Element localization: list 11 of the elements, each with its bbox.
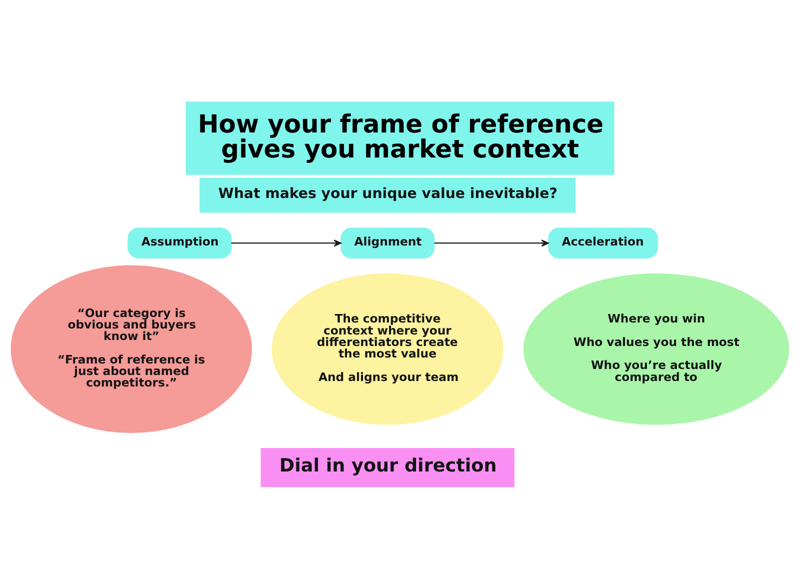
- diagram-title: How your frame of reference gives you market context: [198, 108, 604, 163]
- node-ellipse: “Our category is obvious and buyers know it” “Frame of reference is just about named competitors.”: [10, 264, 252, 432]
- node-box: What makes your unique value inevitable?: [200, 177, 576, 212]
- node-ellipse: Where you win Who values you the most Who you’re actually compared to: [523, 272, 790, 424]
- arrow: [434, 239, 549, 246]
- node-box: Dial in your direction: [260, 447, 514, 487]
- node-box: Assumption: [128, 227, 232, 258]
- node-ellipse: The competitive context where your differentiators create the most value And aligns your team: [272, 272, 504, 424]
- arrow: [231, 239, 342, 246]
- node-box: Acceleration: [548, 227, 658, 258]
- node-box: Alignment: [340, 227, 435, 258]
